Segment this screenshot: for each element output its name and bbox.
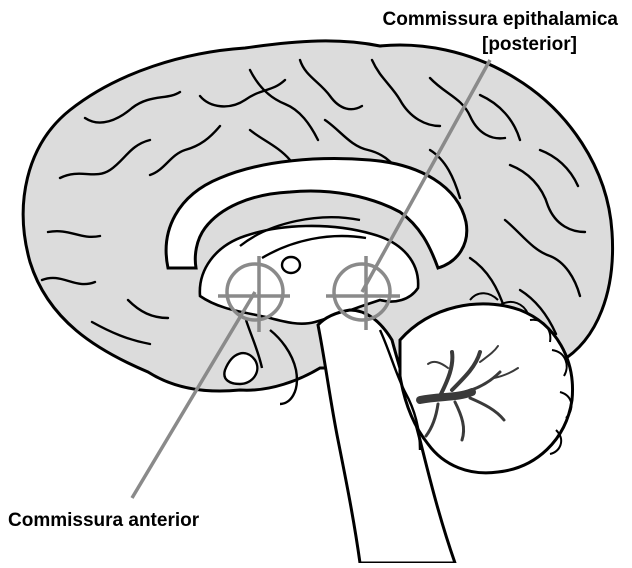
cerebellum	[400, 304, 573, 473]
label-posterior-commissure-line1: Commissura epithalamica	[383, 8, 618, 31]
small-nucleus	[282, 257, 300, 273]
label-posterior-commissure-line2: [posterior]	[482, 33, 577, 56]
label-anterior-commissure: Commissura anterior	[8, 509, 199, 532]
